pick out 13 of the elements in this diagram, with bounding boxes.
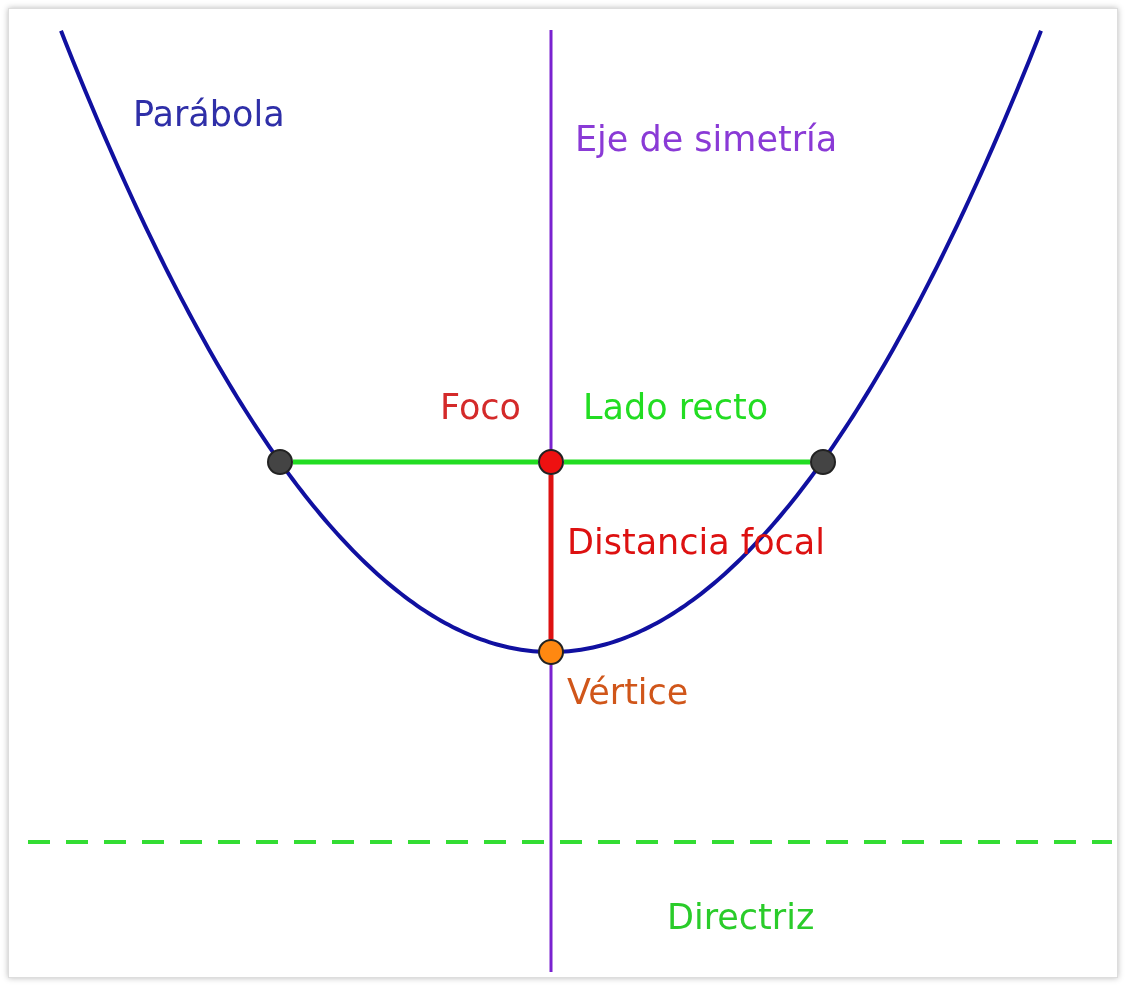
point-label: Vértice	[567, 673, 689, 712]
figure-label: Eje de simetría	[575, 120, 838, 159]
point-label: Foco	[440, 388, 521, 427]
segment-line	[564, 459, 810, 465]
figure-label: Directriz	[667, 898, 815, 937]
edge-label: Lado recto	[583, 388, 769, 427]
segment-line	[548, 475, 554, 639]
point-marker	[810, 449, 836, 475]
point-marker	[267, 449, 293, 475]
point-marker	[538, 449, 564, 475]
point-marker	[538, 639, 564, 665]
segment-line	[293, 459, 538, 465]
figure-label: Parábola	[133, 95, 285, 134]
